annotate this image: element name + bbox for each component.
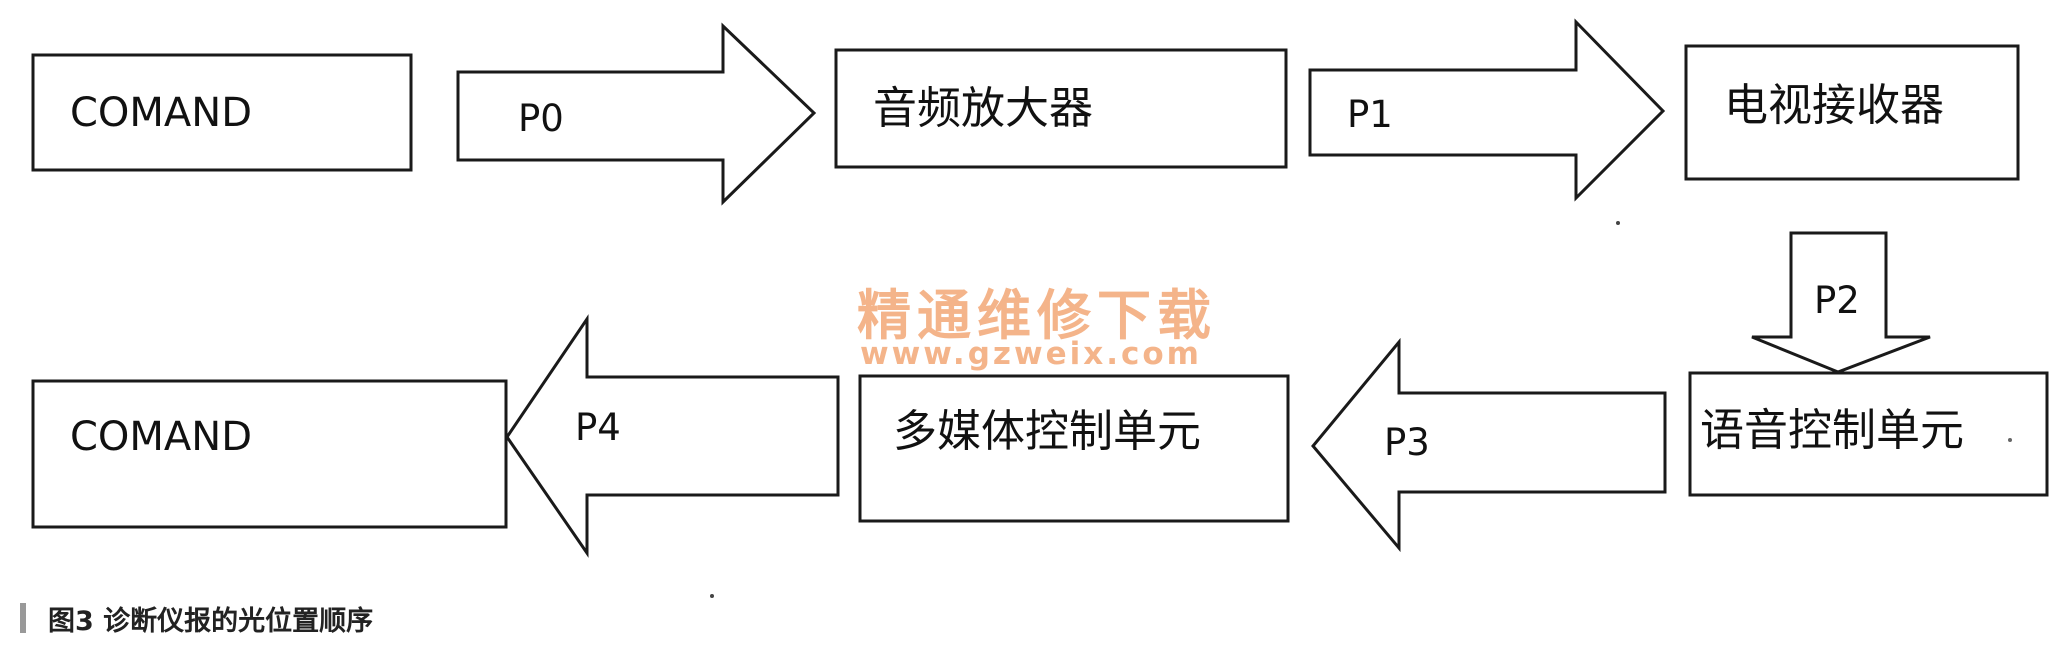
scan-speck [710,594,714,598]
figure-caption: 图3 诊断仪报的光位置顺序 [0,598,373,638]
watermark-url: www.gzweix.com [860,336,1202,372]
arrow-p3-label: P3 [1384,421,1430,464]
arrow-p0-label: P0 [518,97,564,140]
caption-marker [20,603,26,633]
scan-speck [2008,438,2012,442]
arrow-p0 [456,22,817,206]
box-comand-bottom-label: COMAND [70,414,252,460]
scan-speck [1616,221,1620,225]
box-multimedia-control-unit [858,374,1290,523]
arrow-p4-label: P4 [575,406,621,449]
arrow-p1-label: P1 [1347,93,1393,136]
arrow-p3 [1311,337,1667,553]
box-comand-top-label: COMAND [70,90,252,136]
arrow-p1 [1308,18,1666,202]
box-tv-receiver [1684,44,2020,181]
box-voice-control-unit-label: 语音控制单元 [1700,405,1964,456]
watermark-title: 精通维修下载 [857,284,1217,347]
box-comand-bottom [31,379,508,529]
caption-text: 图3 诊断仪报的光位置顺序 [48,605,374,637]
box-voice-control-unit [1688,371,2049,497]
arrow-p2 [1751,231,1931,374]
arrow-p2-label: P2 [1814,279,1860,322]
box-audio-amplifier [834,48,1288,169]
box-tv-receiver-label: 电视接收器 [1724,80,1944,131]
box-comand-top [31,53,413,172]
box-multimedia-control-unit-label: 多媒体控制单元 [893,406,1201,457]
box-audio-amplifier-label: 音频放大器 [873,83,1093,134]
arrow-p4 [505,314,840,558]
